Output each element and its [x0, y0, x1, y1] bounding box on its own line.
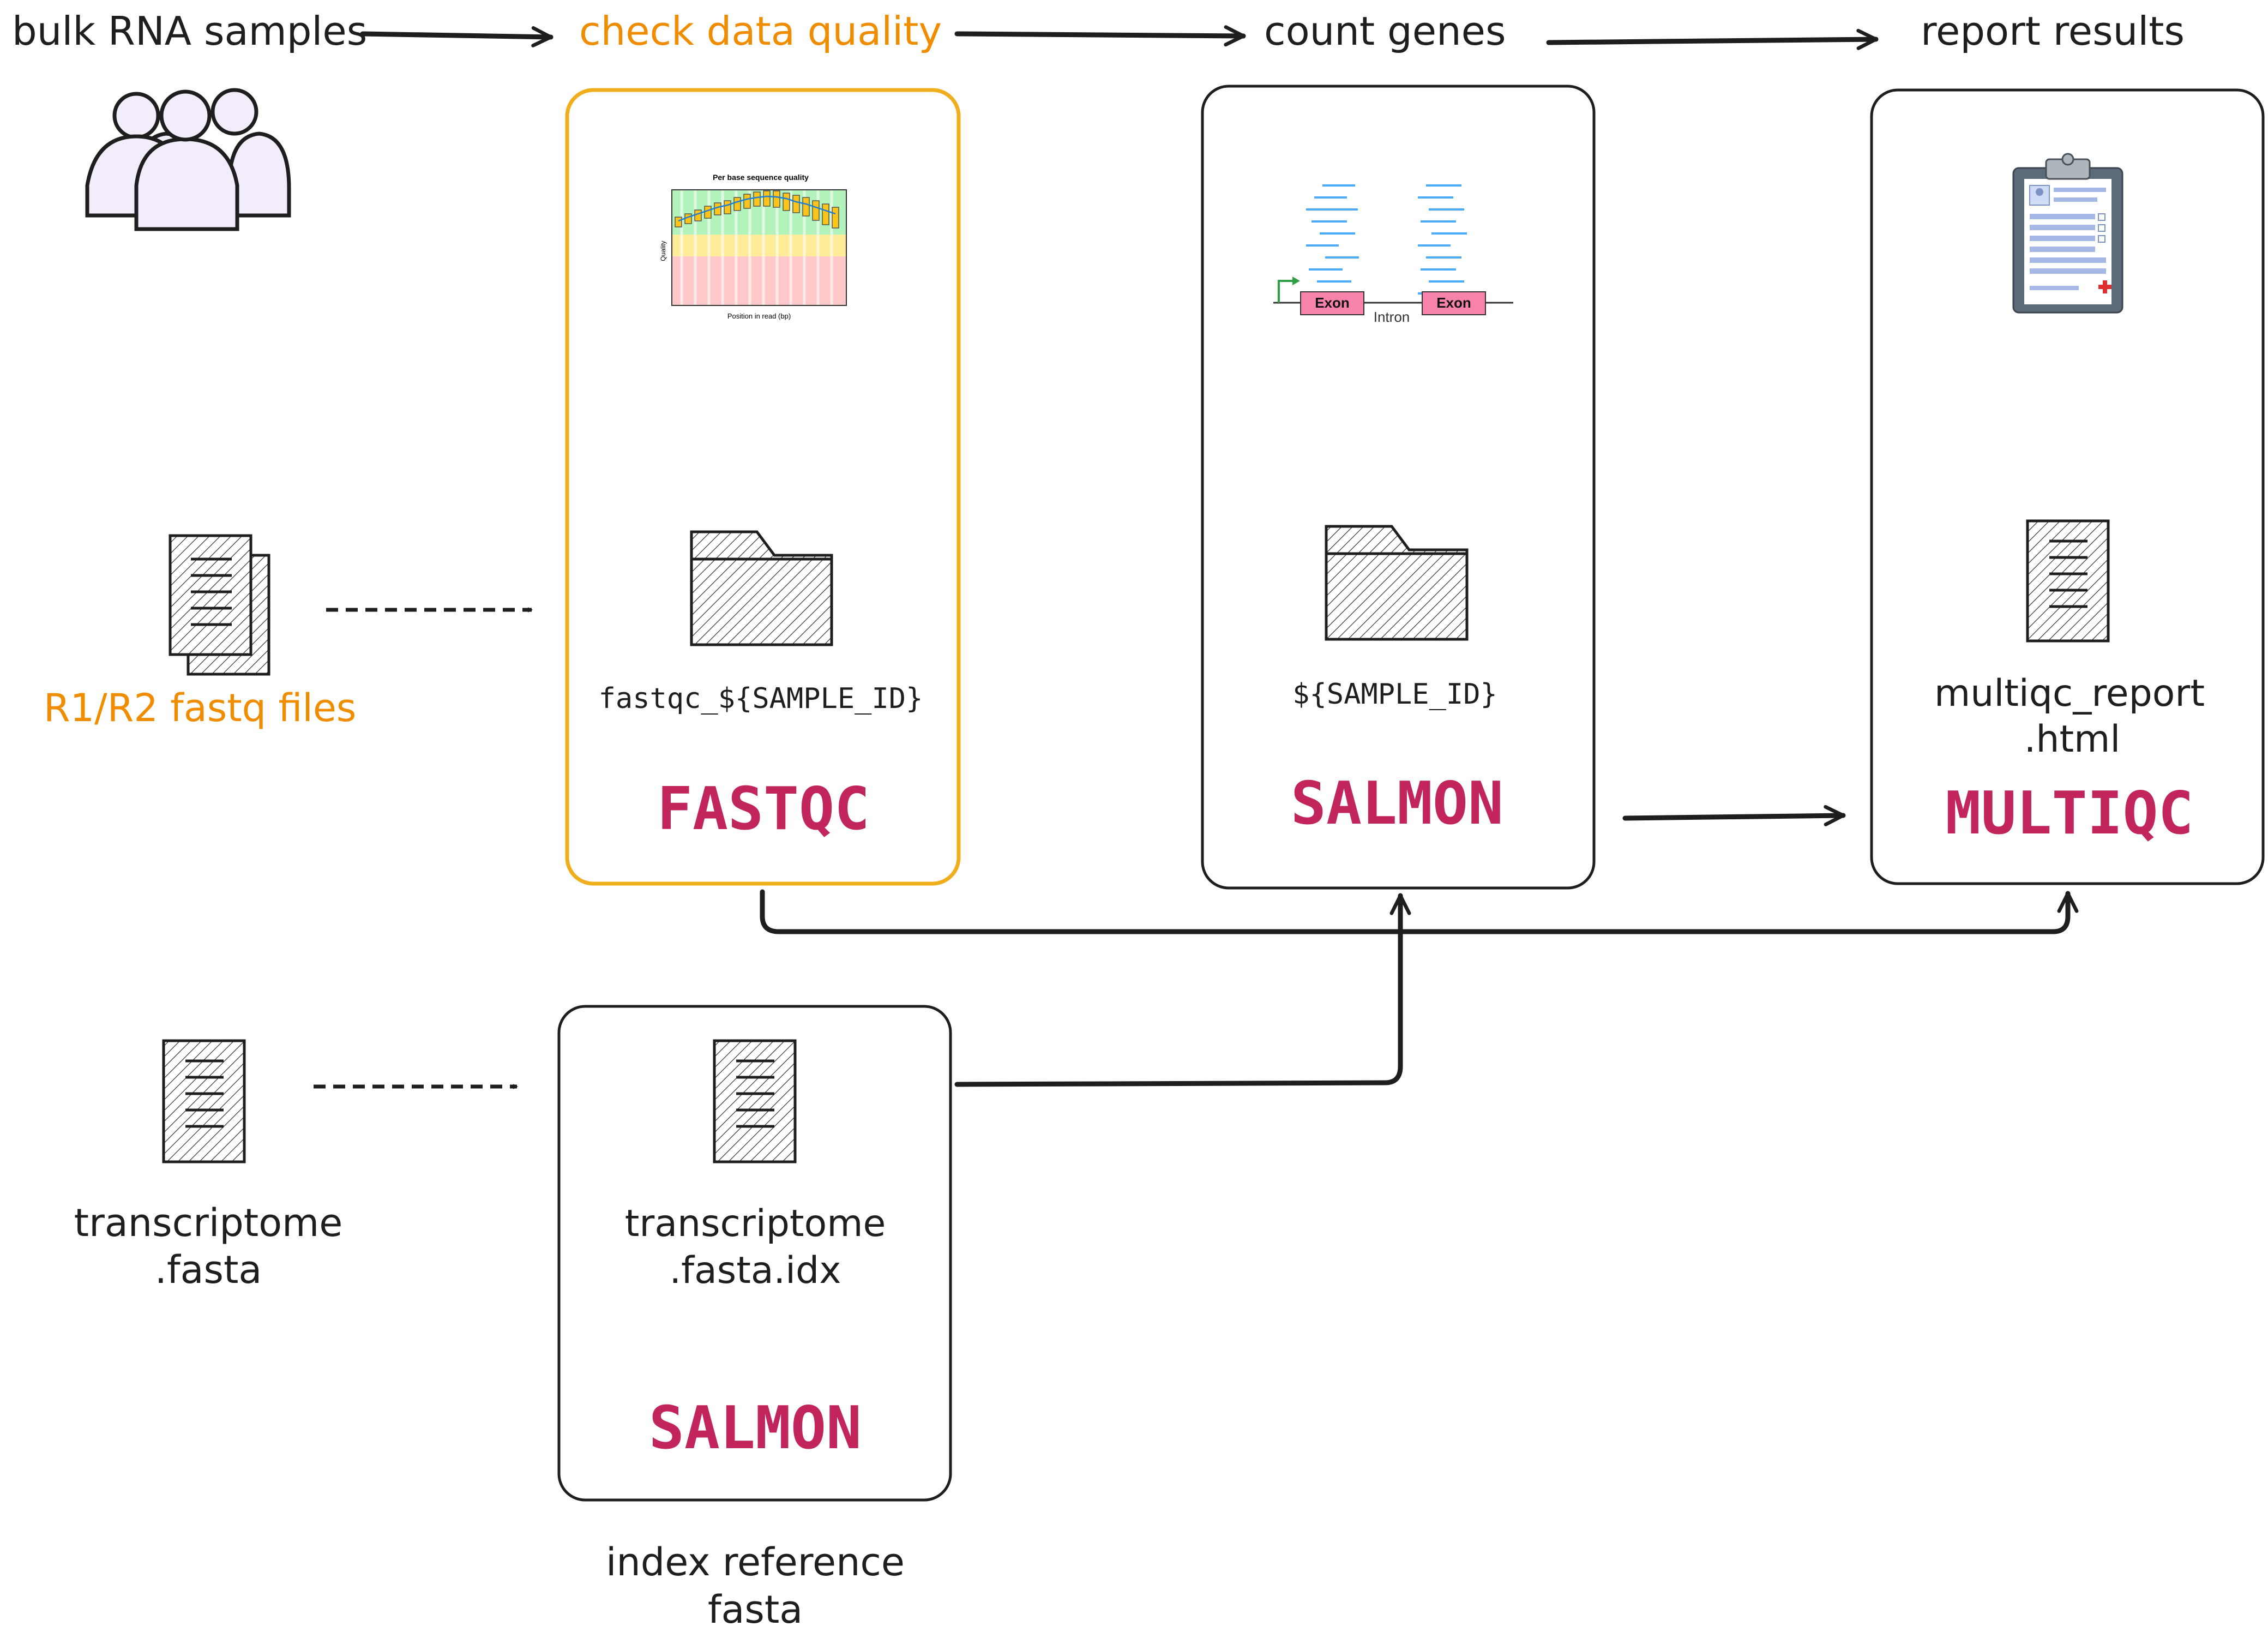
qc-plot-area	[671, 189, 847, 306]
fastq-files-label: R1/R2 fastq files	[44, 686, 356, 730]
exon1-label: Exon	[1315, 295, 1350, 311]
connectors	[760, 805, 2079, 1087]
document-icon	[162, 1039, 246, 1163]
multiqc-output-line1: multiqc_report	[1934, 672, 2205, 715]
arrow-samples-to-qc	[360, 26, 554, 47]
salmon-index-tool-name: SALMON	[649, 1394, 862, 1462]
step-label-samples: bulk RNA samples	[12, 8, 367, 54]
arrow-index-to-salmon	[954, 893, 1411, 1087]
step-label-index-line1: index reference	[606, 1540, 905, 1585]
quality-plot-icon: Per base sequence quality	[659, 173, 847, 320]
arrow-salmon-to-multiqc	[1622, 805, 1846, 826]
top-flow-arrows	[360, 25, 1879, 50]
step-label-report: report results	[1921, 8, 2185, 54]
process-fastqc: Per base sequence quality	[565, 88, 961, 886]
document-icon	[2026, 519, 2110, 643]
exon2-label: Exon	[1436, 295, 1471, 311]
salmon-index-box	[557, 1005, 952, 1502]
salmon-quant-tool-name: SALMON	[1291, 770, 1503, 838]
arrow-qc-to-count	[954, 25, 1246, 47]
multiqc-box	[1870, 88, 2265, 885]
qc-plot-xlabel: Position in read (bp)	[727, 312, 791, 320]
process-salmon-quant: Exon Exon Intron ${SAMPLE_ID} SALMON	[1201, 85, 1596, 890]
step-label-count: count genes	[1264, 8, 1506, 54]
qc-plot-ylabel: Quality	[659, 241, 667, 261]
qc-plot-title: Per base sequence quality	[713, 173, 809, 182]
stacked-documents-icon	[169, 534, 270, 676]
fastqc-box	[565, 88, 961, 886]
folder-icon	[690, 530, 833, 646]
gene-reads-icon: Exon Exon Intron	[1273, 184, 1513, 325]
multiqc-tool-name: MULTIQC	[1945, 779, 2193, 848]
step-label-qc: check data quality	[579, 8, 942, 54]
index-output-line1: transcriptome	[625, 1202, 886, 1245]
people-group-icon	[85, 88, 291, 231]
process-salmon-index: transcriptome .fasta.idx SALMON	[557, 1005, 952, 1502]
intron-label: Intron	[1374, 309, 1410, 325]
multiqc-output-line2: .html	[2024, 718, 2121, 761]
fastqc-tool-name: FASTQC	[657, 775, 870, 843]
arrow-count-to-report	[1546, 28, 1879, 50]
fastqc-output-label: fastqc_${SAMPLE_ID}	[599, 682, 923, 715]
transcriptome-label-line2: .fasta	[155, 1247, 262, 1292]
clipboard-report-icon	[2012, 153, 2123, 314]
salmon-quant-box	[1201, 85, 1596, 890]
folder-icon	[1325, 525, 1469, 641]
process-multiqc: multiqc_report .html MULTIQC	[1870, 88, 2265, 885]
index-output-line2: .fasta.idx	[670, 1249, 841, 1292]
salmon-quant-output-label: ${SAMPLE_ID}	[1292, 678, 1497, 711]
step-label-index-line2: fasta	[708, 1587, 803, 1632]
document-icon	[713, 1039, 797, 1163]
transcriptome-label-line1: transcriptome	[74, 1201, 343, 1245]
arrow-fastqc-to-multiqc	[760, 889, 2079, 934]
